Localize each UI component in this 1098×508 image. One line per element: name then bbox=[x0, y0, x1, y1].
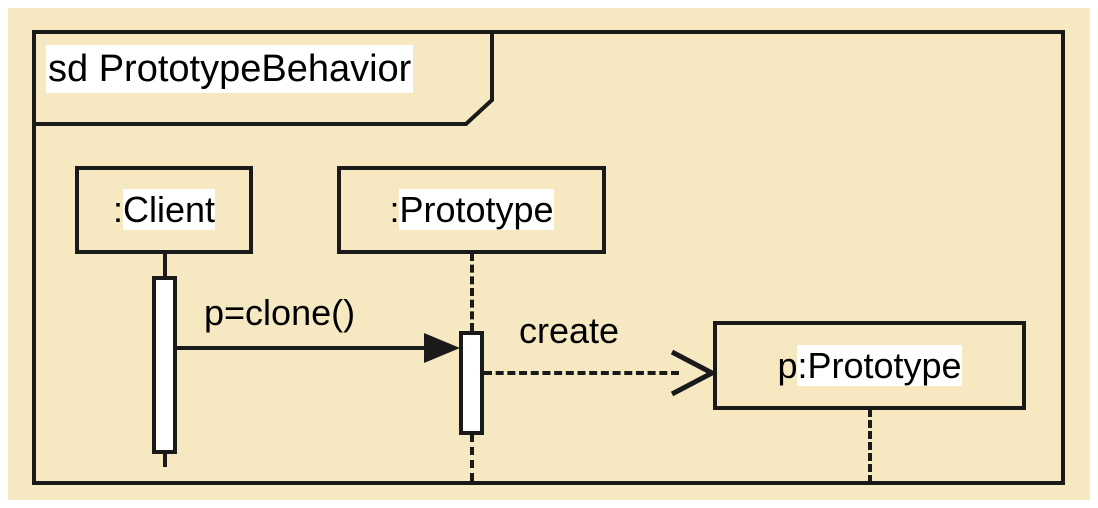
lifeline-label-p-prototype-name: :Prototype bbox=[797, 344, 962, 386]
activation-bar-prototype[interactable] bbox=[459, 331, 484, 435]
lifeline-label-p-prototype: p:Prototype bbox=[777, 344, 962, 387]
lifeline-head-client[interactable]: :Client bbox=[75, 166, 253, 254]
lifeline-head-p-prototype[interactable]: p:Prototype bbox=[713, 321, 1026, 410]
message-label-create: create bbox=[519, 310, 619, 352]
activation-bar-client[interactable] bbox=[152, 276, 177, 454]
message-line-clone[interactable] bbox=[176, 346, 426, 350]
lifeline-line-client-upper bbox=[163, 253, 167, 277]
lifeline-label-client: :Client bbox=[112, 189, 216, 231]
open-arrowhead-icon bbox=[670, 349, 718, 397]
message-label-create-name: create bbox=[519, 310, 620, 351]
lifeline-head-prototype[interactable]: :Prototype bbox=[337, 166, 606, 254]
frame-label: sd PrototypeBehavior bbox=[46, 45, 414, 93]
lifeline-label-p-prototype-prefix: p bbox=[777, 344, 798, 386]
message-label-clone-prefix: p= bbox=[204, 292, 246, 333]
lifeline-label-prototype-prefix: : bbox=[389, 189, 400, 230]
lifeline-label-prototype: :Prototype bbox=[389, 189, 554, 231]
message-label-clone-name: clone() bbox=[245, 292, 356, 333]
lifeline-label-client-name: Client bbox=[122, 189, 216, 230]
lifeline-label-client-prefix: : bbox=[112, 189, 123, 230]
message-line-create[interactable] bbox=[484, 371, 679, 375]
message-label-clone: p=clone() bbox=[204, 292, 355, 334]
lifeline-line-prototype-upper bbox=[470, 253, 474, 331]
lifeline-line-p-prototype-lower bbox=[868, 409, 872, 483]
lifeline-label-prototype-name: Prototype bbox=[399, 189, 554, 230]
lifeline-line-client-lower bbox=[163, 453, 167, 467]
filled-arrowhead-icon bbox=[424, 333, 460, 363]
lifeline-line-prototype-lower bbox=[470, 434, 474, 481]
